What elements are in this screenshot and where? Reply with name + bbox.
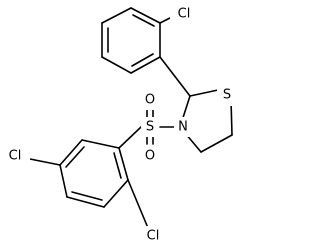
bond	[200, 134, 233, 153]
bond	[101, 56, 132, 74]
double-bond-inner	[132, 14, 155, 27]
bond-to-cl-bottom	[127, 179, 149, 229]
bond	[130, 56, 161, 74]
bond	[103, 179, 129, 208]
bond	[81, 139, 120, 149]
bond-to-cl-left	[24, 157, 61, 166]
bond	[101, 7, 132, 24]
double-bond-inner	[113, 152, 122, 179]
atom-label-o: O	[145, 149, 155, 164]
bond	[59, 139, 83, 166]
double-bond-inner	[65, 146, 85, 168]
atom-label-s: S	[223, 88, 231, 103]
double-bond-inner	[71, 191, 103, 201]
atom-label-cl: Cl	[178, 7, 191, 22]
bond	[159, 56, 191, 97]
atom-label-cl: Cl	[147, 229, 160, 244]
bond	[118, 147, 129, 181]
molecule-diagram: Cl S N S O O Cl Cl	[2, 4, 237, 246]
atom-label-o: O	[145, 93, 155, 108]
bond	[59, 164, 68, 198]
bond	[130, 7, 161, 24]
atom-label-cl: Cl	[9, 149, 22, 164]
chlorophenyl-ring	[101, 7, 161, 74]
atom-labels: Cl S N S O O Cl Cl	[2, 4, 237, 246]
dichlorophenyl-ring	[59, 126, 142, 208]
atom-label-n: N	[178, 120, 188, 135]
double-bond-inner	[131, 53, 154, 67]
atom-label-s: S	[146, 120, 154, 135]
bond	[118, 126, 142, 149]
sulfonyl-oxygens	[146, 109, 154, 145]
bond	[189, 89, 219, 97]
bond	[66, 196, 105, 208]
